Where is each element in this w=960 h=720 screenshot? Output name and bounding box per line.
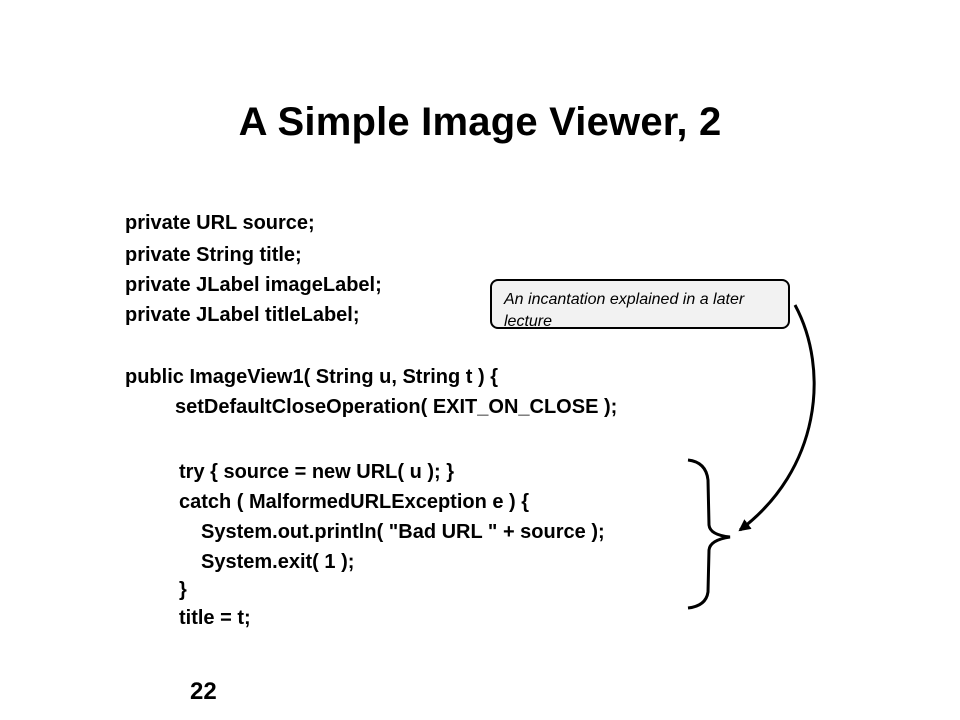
code-catch-line: catch ( MalformedURLException e ) { xyxy=(179,491,530,513)
callout-box: An incantation explained in a later lect… xyxy=(490,279,790,329)
code-field-source: private URL source; xyxy=(125,212,315,234)
curved-arrow xyxy=(738,304,816,532)
code-field-title: private String title; xyxy=(125,244,302,266)
code-close-operation: setDefaultCloseOperation( EXIT_ON_CLOSE … xyxy=(175,396,618,418)
callout-text: An incantation explained in a later lect… xyxy=(504,291,745,329)
code-field-titlelabel: private JLabel titleLabel; xyxy=(125,304,360,326)
code-println-line: System.out.println( "Bad URL " + source … xyxy=(201,521,605,543)
code-close-brace-line: } xyxy=(179,579,187,601)
code-assign-title-line: title = t; xyxy=(179,607,251,629)
curly-brace-shape xyxy=(687,458,731,610)
code-try-line: try { source = new URL( u ); } xyxy=(179,461,455,483)
code-constructor-signature: public ImageView1( String u, String t ) … xyxy=(125,366,499,388)
code-field-imagelabel: private JLabel imageLabel; xyxy=(125,274,382,296)
page-number: 22 xyxy=(190,678,217,705)
slide-title: A Simple Image Viewer, 2 xyxy=(238,100,722,144)
code-exit-line: System.exit( 1 ); xyxy=(201,551,355,573)
